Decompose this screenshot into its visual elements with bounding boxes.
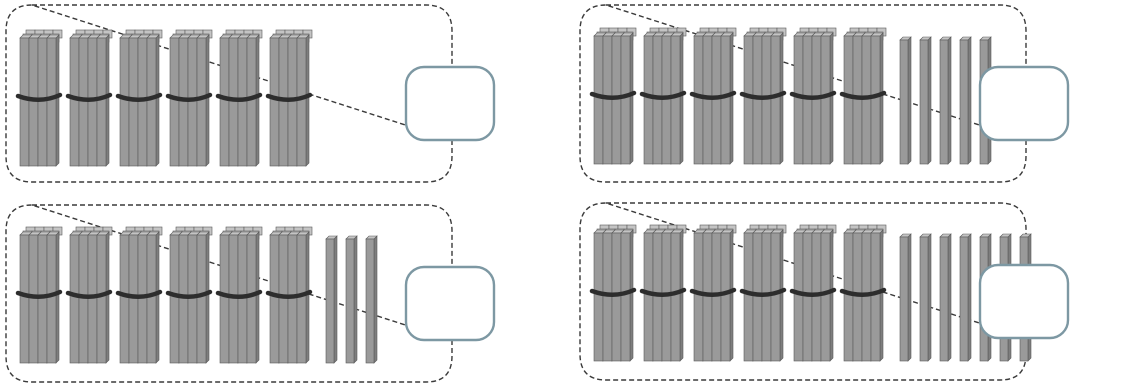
bundle-band [15, 289, 63, 299]
dashed-frame [5, 4, 453, 183]
ten-stick-bundle [789, 224, 837, 362]
ten-stick-bundle [739, 27, 787, 165]
ten-stick-bundle [15, 226, 63, 364]
bundle-band [689, 287, 737, 297]
single-stick [899, 36, 912, 165]
bundle-band [115, 289, 163, 299]
bundle-band [165, 289, 213, 299]
bundle-band [639, 90, 687, 100]
ten-stick-bundle [215, 226, 263, 364]
single-stick [899, 233, 912, 362]
bundle-band [215, 92, 263, 102]
ten-stick-bundle [115, 29, 163, 167]
ten-stick-bundle [839, 224, 887, 362]
ten-stick-bundle [115, 226, 163, 364]
ten-stick-bundle [265, 226, 313, 364]
bundle-band [789, 287, 837, 297]
dashed-frame [5, 204, 453, 383]
dashed-frame [579, 202, 1027, 381]
bundle-band [65, 92, 113, 102]
ten-stick-bundle [15, 29, 63, 167]
answer-box [404, 65, 496, 142]
panel-3 [5, 204, 496, 383]
ten-stick-bundle [215, 29, 263, 167]
single-stick [959, 36, 972, 165]
single-stick [345, 235, 358, 364]
ten-stick-bundle [65, 226, 113, 364]
bundle-band [589, 90, 637, 100]
single-stick [365, 235, 378, 364]
ten-stick-bundle [65, 29, 113, 167]
dashed-frame [579, 4, 1027, 183]
answer-box [404, 265, 496, 342]
ten-stick-bundle [165, 29, 213, 167]
ten-stick-bundle [839, 27, 887, 165]
bundle-band [115, 92, 163, 102]
bundle-band [265, 289, 313, 299]
single-stick [959, 233, 972, 362]
bundle-band [65, 289, 113, 299]
panel-1 [5, 4, 496, 183]
bundle-band [15, 92, 63, 102]
ten-stick-bundle [639, 27, 687, 165]
bundle-band [589, 287, 637, 297]
panel-4 [579, 202, 1070, 381]
bundle-band [839, 90, 887, 100]
ten-stick-bundle [689, 27, 737, 165]
ten-stick-bundle [589, 224, 637, 362]
ten-stick-bundle [265, 29, 313, 167]
single-stick [919, 233, 932, 362]
bundle-band [215, 289, 263, 299]
ten-stick-bundle [165, 226, 213, 364]
single-stick [939, 36, 952, 165]
ten-stick-bundle [689, 224, 737, 362]
ten-stick-bundle [789, 27, 837, 165]
answer-box [978, 263, 1070, 340]
bundle-band [639, 287, 687, 297]
bundle-band [739, 287, 787, 297]
ten-stick-bundle [639, 224, 687, 362]
bundle-band [739, 90, 787, 100]
ten-stick-bundle [589, 27, 637, 165]
answer-box [978, 65, 1070, 142]
panel-2 [579, 4, 1070, 183]
single-stick [939, 233, 952, 362]
bundle-band [839, 287, 887, 297]
single-stick [919, 36, 932, 165]
single-stick [325, 235, 338, 364]
bundle-band [165, 92, 213, 102]
ten-stick-bundle [739, 224, 787, 362]
bundle-band [265, 92, 313, 102]
bundle-band [789, 90, 837, 100]
bundle-band [689, 90, 737, 100]
